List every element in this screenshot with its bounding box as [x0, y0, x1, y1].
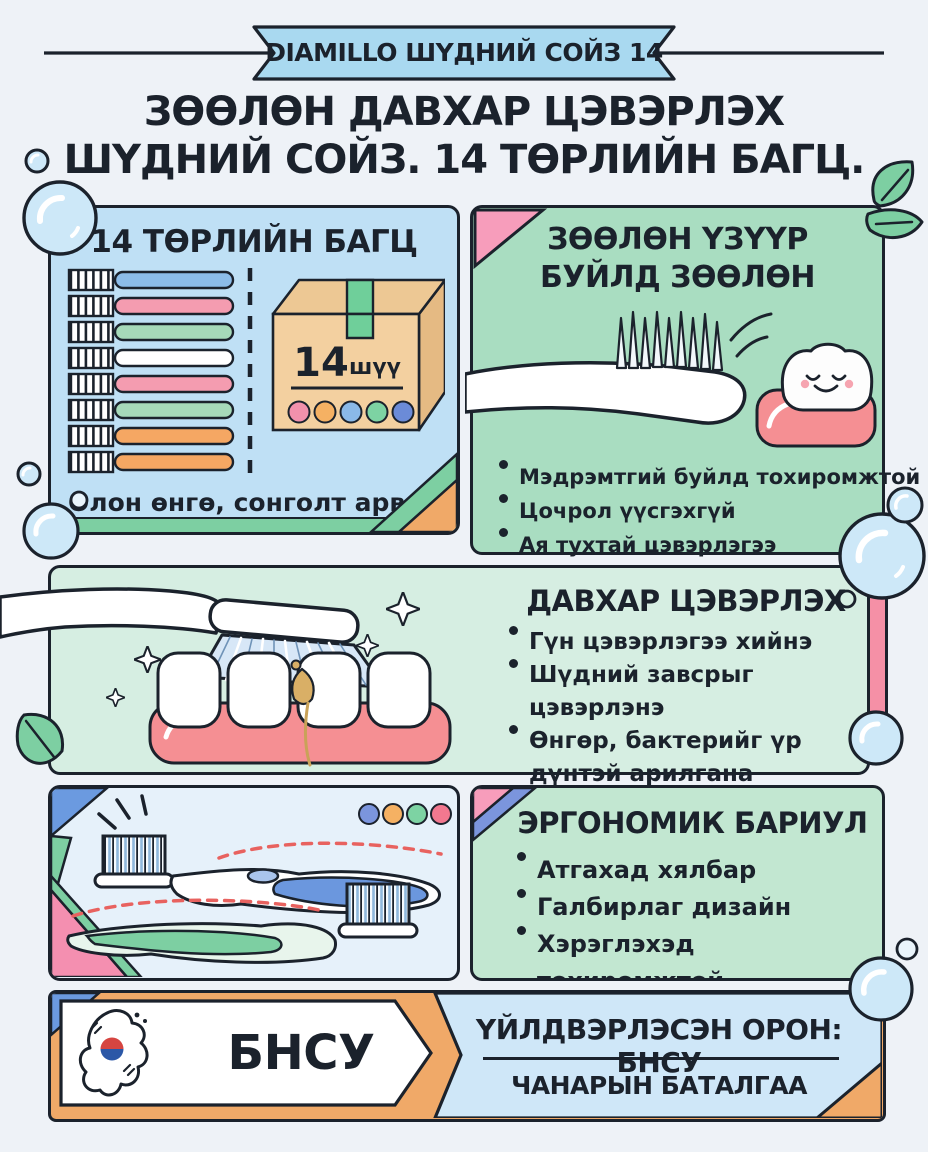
sparkle-icon: [356, 634, 379, 657]
bubble-icon: [848, 956, 914, 1022]
card-ergo-bullets: Атгахад хялбар Галбирлаг дизайн Хэрэглэх…: [517, 852, 877, 981]
bullet-text: Цочрол үүсгэхгүй: [519, 499, 736, 523]
emphasis-ticks-icon: [97, 794, 148, 830]
box-unit-label: шүү: [349, 355, 401, 380]
bubble-icon: [22, 180, 98, 256]
card-soft: ЗӨӨЛӨН ҮЗҮҮР БУЙЛД ЗӨӨЛӨН: [465, 205, 920, 557]
corner-decoration: [369, 452, 457, 532]
bubble-icon: [16, 461, 42, 487]
bullet-dot: [499, 460, 508, 469]
bullet-item: Галбирлаг дизайн: [517, 889, 877, 926]
card-profiles: [48, 785, 460, 981]
plaque-icon: [291, 667, 315, 706]
card-soft-title2: БУЙЛД ЗӨӨЛӨН: [539, 260, 816, 295]
bullet-item: Атгахад хялбар: [517, 852, 877, 889]
toothbrush-head-icon: [465, 310, 747, 425]
footer-blue-panel: [433, 993, 882, 1118]
bubble-icon: [69, 490, 89, 510]
footer-orange-corner: [814, 1061, 882, 1118]
bullet-item: Өнгөр, бактерийг үр дүнтэй арилгана: [509, 725, 881, 791]
bullet-text: Мэдрэмтгий буйлд тохиромжтой: [519, 465, 921, 489]
card-ergo: ЭРГОНОМИК БАРИУЛ Атгахад хялбар Галбирла…: [470, 785, 885, 981]
card-double-bullets: Гүн цэвэрлэгээ хийнэ Шүдний завсрыг цэвэ…: [509, 626, 881, 791]
color-dots-icon: [358, 803, 452, 825]
soft-bristles-illustration: [465, 310, 877, 448]
bubble-icon: [838, 512, 926, 600]
origin-label: ҮЙЛДВЭРЛЭСЭН ОРОН: БНСУ: [475, 1013, 843, 1079]
brand-label: DIAMILLO ШҮДНИЙ СОЙЗ 14: [265, 38, 663, 67]
green-bottom-band: [51, 517, 457, 532]
bullet-item: Ая тухтай цэвэрлэгээ: [499, 528, 881, 562]
vibration-arcs-icon: [729, 312, 773, 358]
leaf-icon: [865, 160, 924, 240]
bullet-item: Цочрол үүсгэхгүй: [499, 494, 881, 528]
bullet-item: Гүн цэвэрлэгээ хийнэ: [509, 626, 881, 659]
bullet-text: Атгахад хялбар: [537, 856, 757, 884]
bubble-icon: [24, 148, 50, 174]
footer-bar: БНСУ ҮЙЛДВЭРЛЭСЭН ОРОН: БНСУ ЧАНАРЫН БАТ…: [48, 990, 886, 1122]
bullet-dot: [509, 659, 518, 668]
pink-corner-triangle: [473, 208, 548, 270]
bullet-text: Галбирлаг дизайн: [537, 893, 792, 921]
bullet-dot: [509, 725, 518, 734]
footer-white-panel: [59, 999, 433, 1107]
bullet-item: Мэдрэмтгий буйлд тохиромжтой: [499, 460, 920, 494]
bullet-text: Ая тухтай цэвэрлэгээ: [519, 533, 777, 557]
bullet-dot: [509, 626, 518, 635]
bullet-item: Хэрэглэхэд тохиромжтой: [517, 926, 877, 981]
bullet-dot: [499, 494, 508, 503]
bullet-dot: [499, 528, 508, 537]
bubble-icon: [848, 710, 904, 766]
corner-decoration: [473, 788, 537, 842]
card-soft-title1: ЗӨӨЛӨН ҮЗҮҮР: [547, 222, 808, 257]
bullet-text: Гүн цэвэрлэгээ хийнэ: [529, 629, 813, 655]
toothbrush-stack-icon: [67, 268, 235, 474]
bubble-icon: [837, 589, 857, 609]
guarantee-label: ЧАНАРЫН БАТАЛГАА: [511, 1071, 807, 1100]
card-ergo-title: ЭРГОНОМИК БАРИУЛ: [517, 806, 868, 840]
sparkle-icon: [106, 688, 125, 707]
toothbrush-profile-illustration: [51, 788, 452, 977]
card-soft-bullets: Мэдрэмтгий буйлд тохиромжтой Цочрол үүсг…: [499, 460, 920, 562]
footer-graphics: [51, 993, 882, 1118]
bubble-icon: [22, 502, 80, 560]
box-icon: 14 шүү: [271, 278, 445, 432]
card-pack-caption: Олон өнгө, сонголт арвин: [68, 488, 440, 517]
bullet-text: Өнгөр, бактерийг үр дүнтэй арилгана: [529, 728, 802, 787]
divider-line: [483, 1057, 839, 1060]
bullet-text: Хэрэглэхэд тохиромжтой: [537, 930, 725, 981]
ribbon-banner: [44, 25, 884, 81]
card-pack-title: 14 ТӨРЛИЙН БАГЦ: [90, 224, 418, 260]
sparkle-icon: [386, 592, 420, 626]
bullet-item: Шүдний завсрыг цэвэрлэнэ: [509, 659, 881, 725]
card-pack: 14 ТӨРЛИЙН БАГЦ 14 шүү: [48, 205, 460, 535]
corner-triangle-blue: [51, 788, 109, 838]
card-double-title: ДАВХАР ЦЭВЭРЛЭХ: [526, 584, 846, 618]
teeth-brushing-illustration: [0, 587, 452, 767]
bullet-dot: [517, 852, 526, 861]
bullet-text: Шүдний завсрыг цэвэрлэнэ: [529, 662, 754, 721]
bullet-dot: [517, 926, 526, 935]
toothbrush-bottom-icon: [66, 882, 419, 964]
teeth-icon: [148, 651, 452, 767]
korea-map-icon: [78, 1009, 149, 1097]
bullet-dot: [517, 889, 526, 898]
country-label: БНСУ: [227, 1025, 376, 1081]
toothbrush-stack-illustration: 14 шүү: [67, 268, 445, 480]
bubble-icon: [895, 937, 919, 961]
box-count-label: 14: [293, 340, 349, 386]
page-title-line2: ШҮДНИЙ СОЙЗ. 14 ТӨРЛИЙН БАГЦ.: [63, 137, 866, 183]
tape-icon: [345, 278, 375, 316]
leaf-icon: [15, 712, 65, 765]
bubble-icon: [886, 486, 924, 524]
page-title-line1: ЗӨӨЛӨН ДАВХАР ЦЭВЭРЛЭХ: [143, 89, 785, 135]
sparkle-icon: [134, 646, 161, 673]
color-dots-icon: [287, 400, 415, 424]
tooth-icon: [755, 342, 877, 448]
